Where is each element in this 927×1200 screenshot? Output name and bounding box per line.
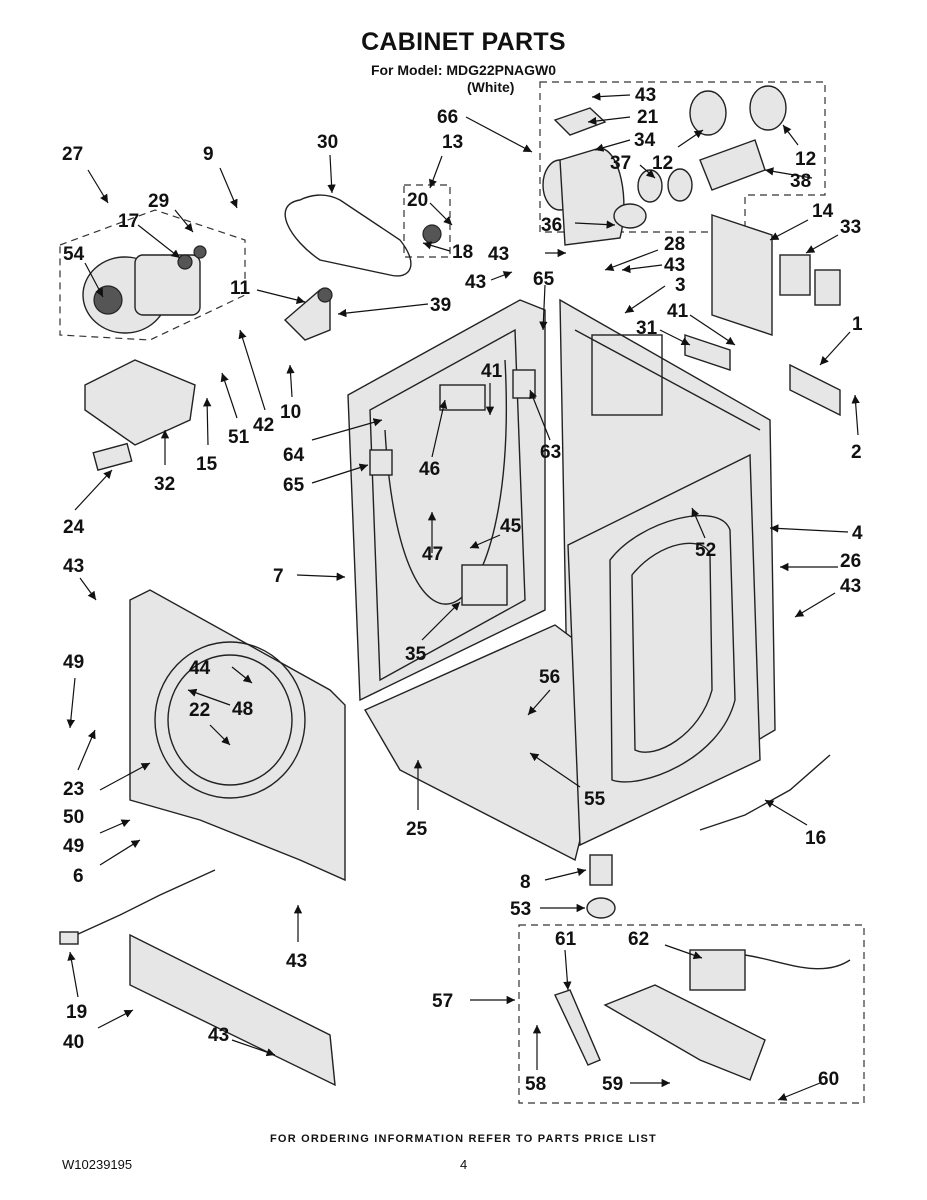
callout-label: 64	[283, 445, 305, 466]
callout-label: 29	[148, 191, 169, 212]
callout-label: 33	[840, 217, 861, 238]
callout-label: 39	[430, 295, 451, 316]
callout-label: 59	[602, 1074, 623, 1095]
callout-label: 32	[154, 474, 175, 495]
callout-label: 63	[540, 442, 561, 463]
callout-label: 43	[63, 556, 84, 577]
drive-motor	[82, 245, 207, 334]
callout-label: 17	[118, 211, 139, 232]
callout-label: 21	[637, 107, 659, 128]
exhaust-duct	[542, 85, 787, 246]
callout-label: 43	[635, 85, 656, 106]
callout-label: 41	[667, 301, 689, 322]
callout-label: 55	[584, 789, 606, 810]
callout-label: 18	[452, 242, 473, 263]
callout-label: 7	[273, 566, 284, 587]
callout-label: 43	[840, 576, 861, 597]
callout-label: 51	[228, 427, 250, 448]
callout-label: 12	[652, 153, 673, 174]
access-cover	[789, 363, 841, 417]
callout-label: 28	[664, 234, 685, 255]
callout-label: 65	[533, 269, 555, 290]
callout-label: 6	[73, 866, 84, 887]
callout-label: 8	[520, 872, 531, 893]
parts-artwork	[59, 85, 851, 1087]
callout-label: 26	[840, 551, 861, 572]
callout-label: 27	[62, 144, 83, 165]
callout-label: 23	[63, 779, 84, 800]
callout-label: 48	[232, 699, 253, 720]
callout-labels: 43 21 34 37 12 12 38 36 66 13 20 18 30 2…	[62, 85, 863, 1095]
callout-label: 35	[405, 644, 427, 665]
callout-label: 36	[541, 215, 562, 236]
group-boxes	[59, 81, 865, 1104]
callout-label: 58	[525, 1074, 546, 1095]
callout-label: 62	[628, 929, 649, 950]
drive-belt	[284, 194, 412, 277]
callout-label: 10	[280, 402, 301, 423]
callout-label: 65	[283, 475, 305, 496]
callout-label: 66	[437, 107, 458, 128]
callout-label: 2	[851, 442, 862, 463]
color-note: (White)	[467, 79, 515, 95]
callout-label: 16	[805, 828, 826, 849]
drive-motor-group-box	[59, 209, 246, 341]
callout-label: 14	[812, 201, 834, 222]
callout-label: 20	[407, 190, 428, 211]
duct-group-box	[539, 81, 826, 233]
callout-label: 45	[500, 516, 522, 537]
callout-label: 19	[66, 1002, 87, 1023]
callout-label: 34	[634, 130, 656, 151]
page-title: CABINET PARTS	[361, 28, 566, 56]
leader-lines	[66, 92, 860, 1101]
callout-label: 41	[481, 361, 503, 382]
callout-label: 30	[317, 132, 338, 153]
callout-label: 43	[465, 272, 486, 293]
callout-label: 54	[63, 244, 85, 265]
callout-label: 57	[432, 991, 453, 1012]
callout-label: 53	[510, 899, 531, 920]
callout-label: 49	[63, 652, 84, 673]
callout-label: 13	[442, 132, 463, 153]
callout-label: 42	[253, 415, 274, 436]
callout-label: 9	[203, 144, 214, 165]
callout-label: 37	[610, 153, 631, 174]
callout-label: 11	[230, 278, 251, 299]
callout-label: 43	[286, 951, 307, 972]
callout-label: 52	[695, 540, 716, 561]
front-bulkhead-panel	[129, 589, 346, 882]
page-number: 4	[460, 1157, 468, 1172]
callout-label: 50	[63, 807, 84, 828]
ordering-note: FOR ORDERING INFORMATION REFER TO PARTS …	[270, 1133, 657, 1145]
document-number: W10239195	[62, 1157, 133, 1172]
callout-label: 47	[422, 544, 443, 565]
callout-label: 15	[196, 454, 218, 475]
callout-label: 40	[63, 1032, 84, 1053]
callout-label: 3	[675, 275, 686, 296]
callout-label: 25	[406, 819, 428, 840]
callout-label: 38	[790, 171, 811, 192]
callout-label: 43	[488, 244, 509, 265]
callout-label: 44	[189, 658, 211, 679]
motor-mount	[84, 359, 196, 446]
callout-label: 24	[63, 517, 85, 538]
callout-label: 1	[852, 314, 863, 335]
gas-valve-group-box	[518, 924, 865, 1104]
callout-label: 4	[852, 523, 863, 544]
callout-label: 56	[539, 667, 560, 688]
callout-label: 12	[795, 149, 816, 170]
callout-label: 22	[189, 700, 210, 721]
callout-label: 60	[818, 1069, 839, 1090]
callout-label: 49	[63, 836, 84, 857]
gas-valve-assembly	[554, 949, 851, 1081]
model-line: For Model: MDG22PNAGW0	[370, 62, 557, 78]
callout-label: 31	[636, 318, 658, 339]
toe-panel	[129, 933, 336, 1087]
callout-label: 46	[419, 459, 440, 480]
callout-label: 61	[555, 929, 577, 950]
callout-label: 43	[208, 1025, 229, 1046]
callout-label: 43	[664, 255, 685, 276]
